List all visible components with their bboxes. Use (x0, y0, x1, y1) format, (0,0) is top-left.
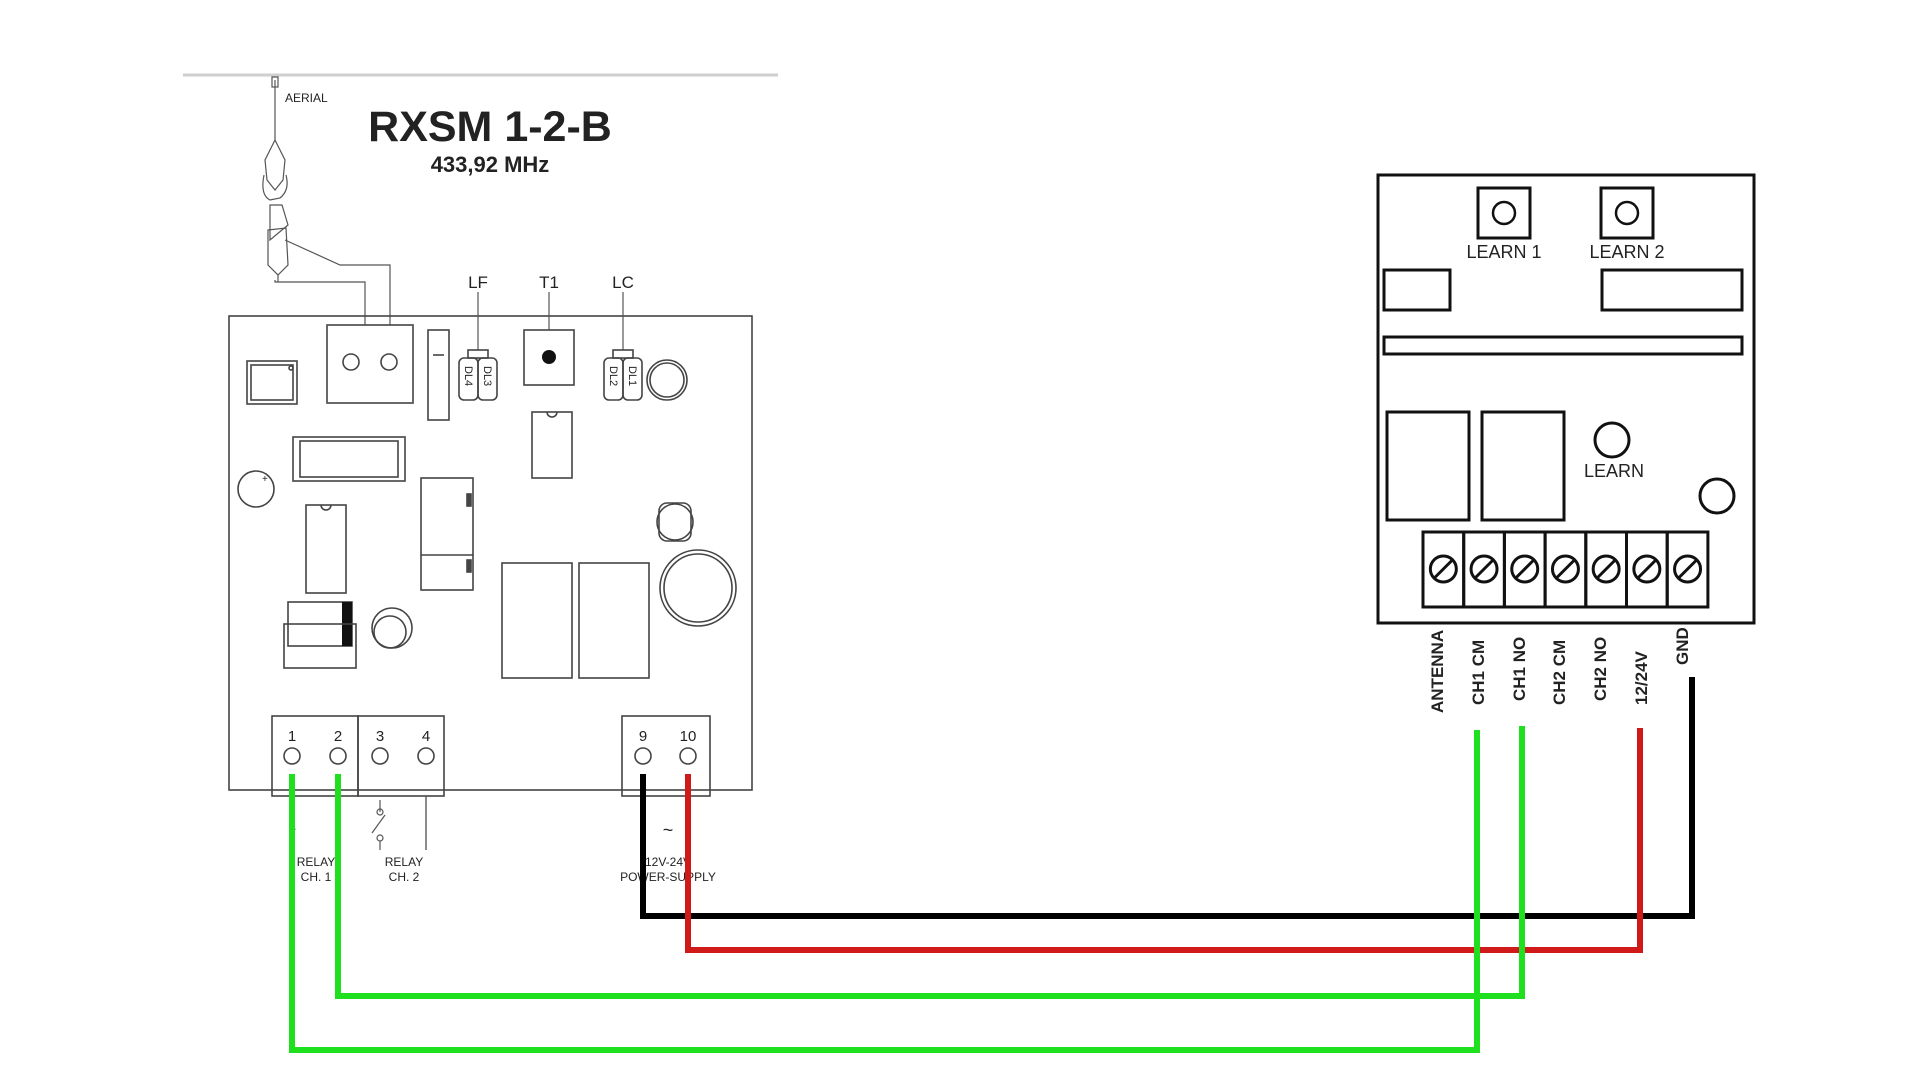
learn1-label: LEARN 1 (1466, 242, 1541, 262)
module-frequency: 433,92 MHz (431, 152, 550, 177)
terminal-12-24v: 12/24V (1632, 650, 1651, 705)
trimmer-t1 (523, 329, 575, 386)
terminal-ch2-no: CH2 NO (1591, 637, 1610, 701)
relay-2 (578, 562, 650, 679)
transistor-round-outline (658, 502, 692, 542)
terminal-cell (1665, 530, 1710, 609)
right-module: LEARN 1 LEARN 2 LEARN ANTENNA CH1 CM CH1… (1376, 173, 1756, 713)
power-label-1: 12V-24V (645, 855, 691, 869)
right-terminal-strip (1421, 530, 1710, 609)
led-dl4-dl3 (458, 349, 498, 401)
terminal-3: 3 (376, 728, 384, 745)
right-relay-2 (1480, 410, 1566, 522)
terminal-block-relay (271, 715, 445, 797)
learn1-button-icon (1476, 186, 1532, 240)
component-vertical-box (420, 477, 474, 591)
component-left-block (1382, 268, 1452, 312)
mount-hole-icon (1698, 477, 1736, 515)
buzzer (659, 549, 737, 627)
learn-led-icon (1593, 421, 1631, 459)
terminal-gnd: GND (1673, 627, 1692, 665)
capacitor-left-plus: + (262, 474, 268, 485)
label-t1: T1 (539, 273, 559, 292)
aerial-antenna (262, 76, 391, 325)
crystal (292, 436, 406, 482)
relay-ch2-label-2: CH. 2 (389, 870, 420, 884)
learn2-button-icon (1599, 186, 1655, 240)
label-lf: LF (468, 273, 488, 292)
terminal-block-power (621, 715, 711, 797)
screw-slot (1677, 558, 1698, 580)
screw-slot (1433, 558, 1454, 580)
screw-icon (1469, 554, 1499, 584)
label-dl4: DL4 (462, 366, 474, 386)
transistor-round (656, 503, 694, 541)
screw-slot (1473, 558, 1495, 580)
chip-top-left (246, 360, 298, 405)
wires (289, 677, 1695, 1053)
ic-center (531, 411, 573, 479)
terminal-1: 1 (288, 728, 296, 745)
terminal-9: 9 (639, 728, 647, 745)
right-board (1376, 173, 1756, 625)
capacitor-top-right (646, 359, 688, 401)
label-dl3: DL3 (481, 366, 493, 386)
terminal-antenna: ANTENNA (1428, 630, 1447, 713)
terminal-ch2-cm: CH2 CM (1550, 640, 1569, 705)
component-right-block (1600, 268, 1744, 312)
learn2-label: LEARN 2 (1589, 242, 1664, 262)
left-module: AERIAL RXSM 1-2-B 433,92 MHz LF DL4 (228, 76, 753, 884)
relay-ch1-label-1: RELAY (297, 855, 335, 869)
ic-left (305, 504, 347, 594)
screw-icon (1591, 554, 1621, 584)
capacitor-top-right-inner (649, 362, 685, 398)
aerial-label: AERIAL (285, 91, 328, 105)
label-dl2: DL2 (607, 366, 619, 386)
component-long-strip (1382, 335, 1744, 356)
learn-label: LEARN (1584, 461, 1644, 481)
screw-icon (1550, 554, 1580, 584)
capacitor-left (237, 470, 275, 508)
screw-slot (1596, 558, 1617, 580)
terminal-ch1-cm: CH1 CM (1469, 640, 1488, 705)
terminal-10: 10 (680, 728, 697, 745)
wire-green-1-ch1cm (289, 730, 1480, 1053)
wire-red-10-12v (685, 728, 1643, 953)
relay-ch2-label-1: RELAY (385, 855, 423, 869)
diode-bridge (283, 601, 357, 669)
terminal-ch1-no: CH1 NO (1510, 637, 1529, 701)
screw-icon (1673, 554, 1703, 584)
wire-black-9-gnd (640, 677, 1695, 919)
screw-slot (1636, 558, 1657, 580)
ac-symbol: ~ (663, 820, 674, 840)
wire-green-2-ch1no (335, 726, 1525, 999)
left-board (228, 315, 753, 791)
screw-icon (1510, 554, 1540, 584)
right-relay-1 (1385, 410, 1471, 522)
label-lc: LC (612, 273, 634, 292)
screw-icon (1632, 554, 1662, 584)
relay-ch1-label-2: CH. 1 (301, 870, 332, 884)
terminal-4: 4 (422, 728, 430, 745)
fuse (427, 329, 450, 421)
screw-slot (1555, 558, 1576, 580)
terminal-2: 2 (334, 728, 342, 745)
module-title: RXSM 1-2-B (368, 103, 612, 151)
led-dl2-dl1 (603, 349, 643, 401)
relay-switch-ch2 (371, 795, 427, 850)
power-label-2: POWER-SUPPLY (620, 870, 716, 884)
label-dl1: DL1 (626, 366, 638, 386)
screw-slot (1514, 558, 1535, 580)
capacitor-mid-inner (373, 615, 407, 649)
relay-1 (501, 562, 573, 679)
aerial-terminal (326, 324, 414, 404)
screw-icon (1428, 554, 1458, 584)
